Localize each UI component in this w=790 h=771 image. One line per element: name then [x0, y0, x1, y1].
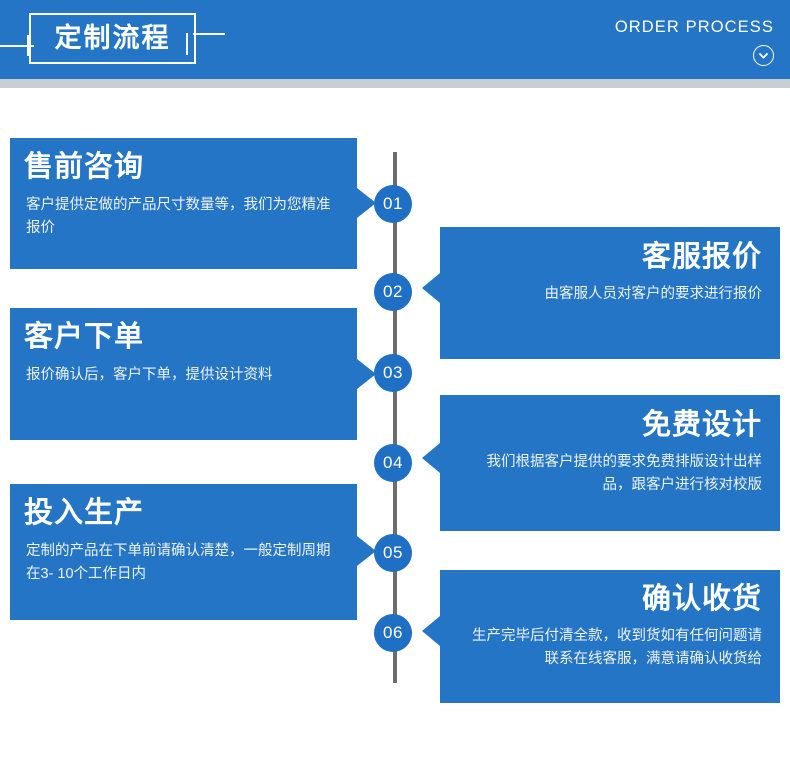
step-title: 售前咨询: [24, 151, 145, 183]
step-title: 客户下单: [24, 321, 145, 353]
step-notch-icon: [422, 443, 440, 473]
step-card-03[interactable]: 客户下单 报价确认后，客户下单，提供设计资料: [10, 308, 376, 440]
header-tick-left-vertical: [27, 35, 29, 56]
step-badge-01: 01: [374, 185, 412, 223]
step-badge-04: 04: [374, 444, 412, 482]
step-badge-03: 03: [374, 354, 412, 392]
step-notch-icon: [422, 616, 440, 646]
step-desc: 定制的产品在下单前请确认清楚，一般定制周期在3- 10个工作日内: [26, 542, 331, 583]
header-tick-right-vertical: [186, 33, 188, 55]
timeline-spine: [393, 152, 397, 683]
step-title: 免费设计: [641, 409, 762, 441]
page-header: 定制流程 ORDER PROCESS: [0, 0, 790, 79]
step-desc: 我们根据客户提供的要求免费排版设计出样品，跟客户进行核对校版: [486, 453, 763, 494]
step-arrow-icon: [357, 359, 376, 389]
step-desc: 报价确认后，客户下单，提供设计资料: [26, 366, 273, 383]
step-card-05[interactable]: 投入生产 定制的产品在下单前请确认清楚，一般定制周期在3- 10个工作日内: [10, 484, 376, 620]
page-title: 定制流程: [54, 23, 171, 53]
step-card-06[interactable]: 确认收货 生产完毕后付清全款，收到货如有任何问题请联系在线客服，满意请确认收货给: [422, 570, 780, 703]
step-arrow-icon: [357, 536, 376, 566]
header-right-group: ORDER PROCESS: [615, 19, 774, 66]
step-card-02[interactable]: 客服报价 由客服人员对客户的要求进行报价: [422, 227, 780, 359]
page-title-box: 定制流程: [29, 13, 196, 64]
header-tick-left: [0, 45, 34, 47]
header-divider: [0, 79, 790, 88]
chevron-down-circle-icon[interactable]: [753, 44, 774, 66]
step-card-04[interactable]: 免费设计 我们根据客户提供的要求免费排版设计出样品，跟客户进行核对校版: [422, 395, 780, 531]
step-desc: 生产完毕后付清全款，收到货如有任何问题请联系在线客服，满意请确认收货给: [472, 627, 762, 668]
step-card-01[interactable]: 售前咨询 客户提供定做的产品尺寸数量等，我们为您精准报价: [10, 138, 376, 269]
step-desc: 由客服人员对客户的要求进行报价: [544, 285, 763, 302]
header-tick-right: [193, 33, 225, 35]
step-title: 客服报价: [641, 241, 762, 273]
step-notch-icon: [422, 273, 440, 303]
step-desc: 客户提供定做的产品尺寸数量等，我们为您精准报价: [26, 196, 331, 237]
step-title: 投入生产: [24, 497, 145, 529]
step-badge-02: 02: [374, 273, 412, 311]
header-subtitle-en: ORDER PROCESS: [614, 18, 774, 36]
step-title: 确认收货: [641, 583, 762, 615]
step-badge-05: 05: [374, 534, 412, 572]
step-arrow-icon: [357, 188, 376, 218]
step-badge-06: 06: [374, 614, 412, 652]
